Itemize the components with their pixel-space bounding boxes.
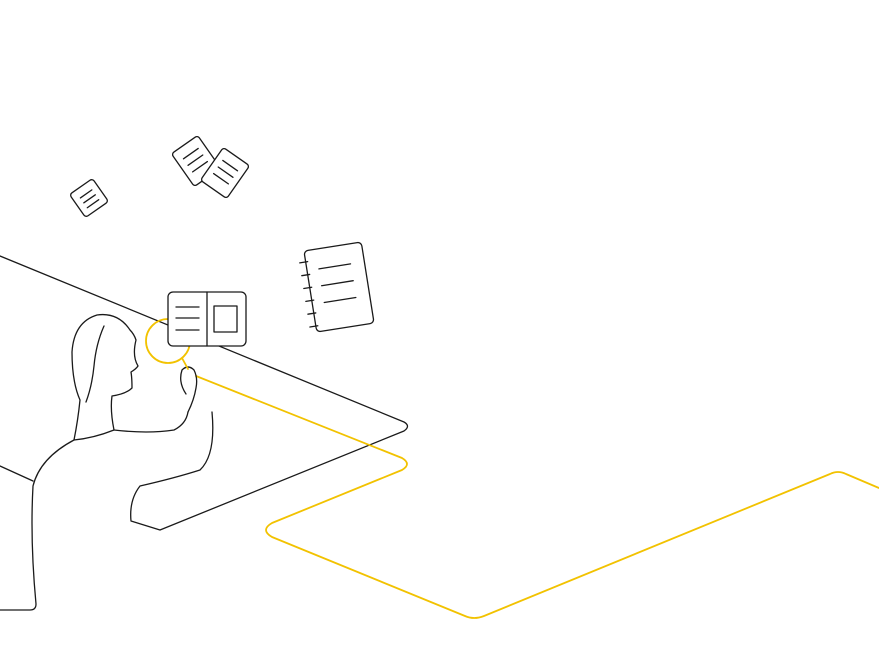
spiral-notepad-icon [299,241,375,333]
desk [0,255,409,531]
open-book-icon [167,291,247,347]
person-icon [0,313,198,611]
document-icon [70,179,108,217]
documents-icon [171,135,250,199]
winding-path-icon [195,375,879,619]
